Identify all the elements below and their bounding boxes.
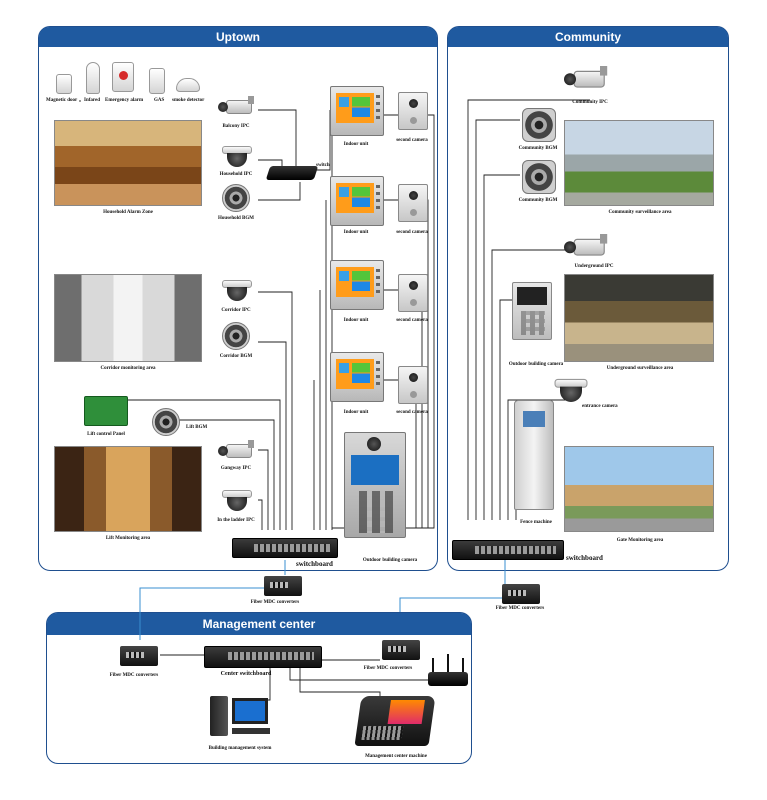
second-camera-3-label: second camera (396, 318, 428, 323)
uptown-switchboard-label: switchboard (296, 560, 333, 568)
community-surveillance-label: Community surveillance area (608, 210, 672, 215)
indoor-unit-4-label: Indoor unit (343, 410, 369, 415)
community-switchboard (452, 540, 564, 560)
community-bgm-speaker-1 (522, 108, 556, 142)
lift-area-label: Lift Monitoring area (105, 536, 151, 541)
sensor-label-magnetic-door: Magnetic door (46, 98, 78, 103)
corridor-photo (54, 274, 202, 362)
second-camera-3 (398, 274, 428, 312)
underground-ipc-camera (564, 234, 626, 268)
ladder-ipc-camera (222, 490, 252, 512)
indoor-unit-2 (330, 176, 384, 226)
bms-computer (210, 696, 270, 738)
mgmt-fiber-left-label: Fiber MDC converters (109, 673, 159, 678)
gangway-ipc-camera (218, 440, 258, 462)
second-camera-4 (398, 366, 428, 404)
second-camera-1-label: second camera (396, 138, 428, 143)
center-switchboard (204, 646, 322, 668)
emergency-alarm-sensor (112, 62, 134, 92)
management-title: Management center (47, 613, 471, 635)
indoor-unit-1-label: Indoor unit (343, 142, 369, 147)
community-bgm-label-2: Community BGM (518, 198, 558, 203)
indoor-unit-1 (330, 86, 384, 136)
corridor-ipc-camera (222, 280, 252, 302)
community-fiber-converter (502, 584, 540, 604)
fence-machine-label: Fence machine (520, 520, 552, 525)
corridor-ipc-label: Corridor IPC (221, 308, 251, 313)
bms-label: Building management system (208, 746, 272, 751)
corridor-area-label: Corridor monitoring area (100, 366, 156, 371)
uptown-outdoor-camera-label: Outdoor building camera (362, 558, 418, 563)
household-bgm-label: Household BGM (218, 216, 254, 221)
community-ipc-label: Community IPC (572, 100, 608, 105)
underground-ipc-label: Underground IPC (574, 264, 614, 269)
community-fiber-label: Fiber MDC converters (495, 606, 545, 611)
sensor-label-emergency-alarm: Emergency alarm (105, 98, 144, 103)
community-title: Community (448, 27, 728, 47)
community-bgm-speaker-2 (522, 160, 556, 194)
mgmt-fiber-converter-left (120, 646, 158, 666)
indoor-unit-2-label: Indoor unit (343, 230, 369, 235)
center-machine-label: Management center machine (365, 754, 427, 759)
community-ipc-camera (564, 66, 626, 100)
indoor-unit-3-label: Indoor unit (343, 318, 369, 323)
gate-area-label: Gate Monitoring area (616, 538, 664, 543)
community-photo (564, 120, 714, 206)
entrance-camera (554, 378, 588, 403)
community-bgm-label-1: Community BGM (518, 146, 558, 151)
lift-panel-label: Lift control Panel (87, 432, 125, 437)
household-bgm-speaker (222, 184, 250, 212)
magnetic-door-sensor (56, 74, 72, 94)
uptown-title: Uptown (39, 27, 437, 47)
household-ipc-camera (222, 146, 252, 168)
gangway-ipc-label: Gangway IPC (220, 466, 252, 471)
ladder-ipc-label: In the ladder IPC (217, 518, 255, 523)
lift-photo (54, 446, 202, 532)
uptown-fiber-label: Fiber MDC converters (250, 600, 300, 605)
second-camera-2-label: second camera (396, 230, 428, 235)
entrance-camera-label: entrance camera (582, 404, 618, 409)
second-camera-4-label: second camera (396, 410, 428, 415)
community-switchboard-label: switchboard (566, 554, 603, 562)
wifi-router (428, 654, 468, 686)
lift-bgm-label: Lift BGM (186, 425, 208, 430)
indoor-unit-3 (330, 260, 384, 310)
outdoor-building-camera-panel (344, 432, 406, 538)
uptown-switchboard (232, 538, 338, 558)
underground-area-label: Underground surveillance area (606, 366, 674, 371)
center-switchboard-label: Center switchboard (220, 671, 272, 677)
sensor-label-infared: Infared (84, 98, 101, 103)
management-center-machine (354, 696, 436, 746)
gas-sensor (149, 68, 165, 94)
indoor-unit-4 (330, 352, 384, 402)
uptown-fiber-converter (264, 576, 302, 596)
router-switch (265, 166, 319, 180)
sensor-label-smoke-detector: smoke detector (172, 98, 205, 103)
mgmt-fiber-converter-right (382, 640, 420, 660)
corridor-bgm-speaker (222, 322, 250, 350)
fence-machine (514, 400, 554, 510)
balcony-ipc-label: Balcony IPC (222, 124, 250, 129)
household-ipc-label: Household IPC (219, 172, 253, 177)
community-outdoor-camera-label: Outdoor building camera (508, 362, 564, 367)
corridor-bgm-label: Corridor BGM (219, 354, 253, 359)
household-photo (54, 120, 202, 206)
household-zone-label: Household Alarm Zone (103, 210, 153, 215)
lift-bgm-speaker (152, 408, 180, 436)
infrared-sensor (86, 62, 100, 94)
gate-photo (564, 446, 714, 532)
community-outdoor-camera-panel (512, 282, 552, 340)
smoke-detector (176, 78, 200, 92)
second-camera-1 (398, 92, 428, 130)
lift-control-panel (84, 396, 128, 426)
mgmt-fiber-right-label: Fiber MDC converters (363, 666, 413, 671)
switch-label: switch (316, 163, 330, 168)
second-camera-2 (398, 184, 428, 222)
balcony-ipc-camera (218, 96, 258, 118)
sensor-label-gas: GAS (154, 98, 165, 103)
underground-photo (564, 274, 714, 362)
